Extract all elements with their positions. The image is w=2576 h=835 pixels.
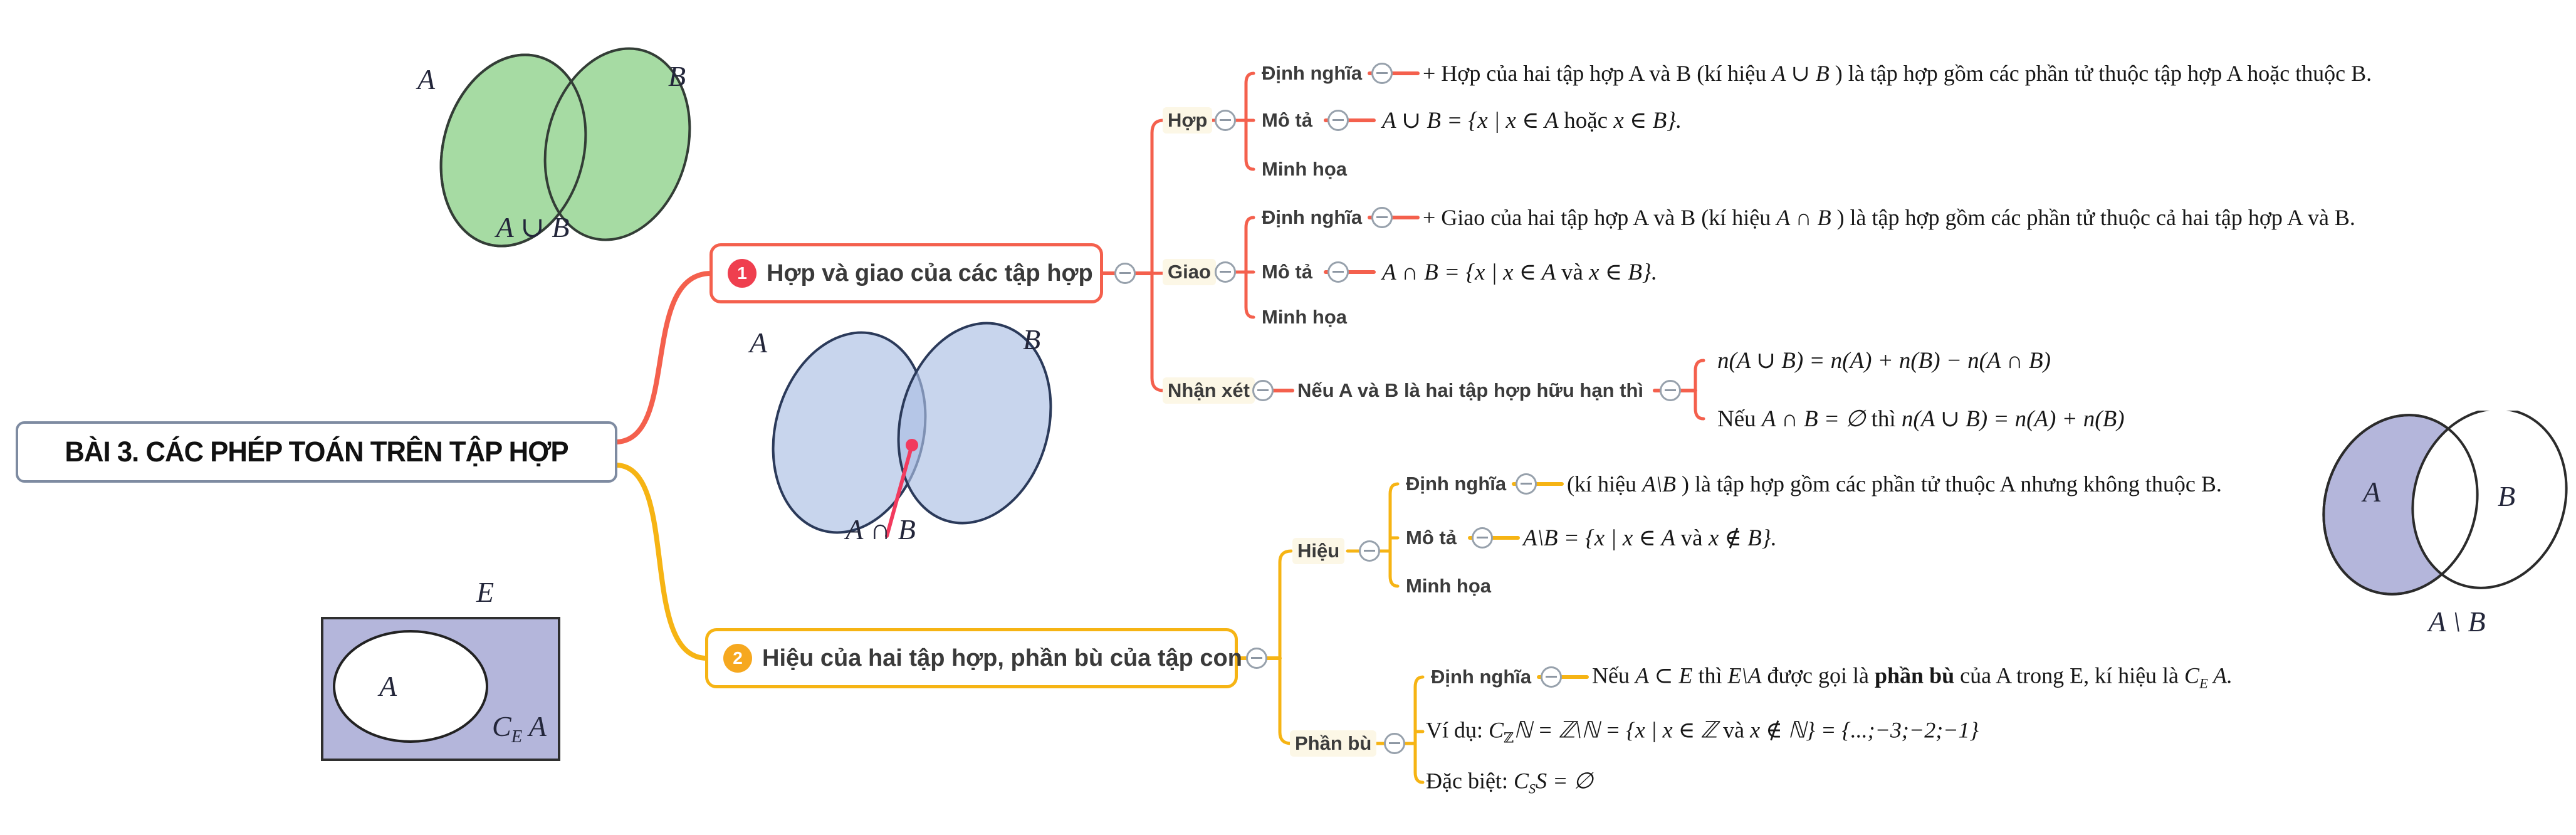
collapse-icon[interactable]	[1541, 666, 1562, 688]
label-hieu[interactable]: Hiệu	[1292, 538, 1345, 564]
phanbu-dac-biet-text[interactable]: Đặc biệt: CSS = ∅	[1426, 768, 1593, 797]
topic-branch1[interactable]: 1 Hợp và giao của các tập hợp	[709, 243, 1103, 303]
branch2-number-badge: 2	[723, 644, 752, 673]
branch1-curve	[615, 271, 714, 444]
hop-mo-ta-label[interactable]: Mô tả	[1262, 109, 1312, 131]
giao-dinh-nghia-label[interactable]: Định nghĩa	[1262, 206, 1363, 228]
venn-difference-label-b: B	[2498, 480, 2516, 512]
branch2-bracket	[1278, 549, 1293, 745]
giao-mo-ta-label[interactable]: Mô tả	[1262, 261, 1312, 283]
hieu-minh-hoa-label[interactable]: Minh họa	[1406, 575, 1492, 597]
hieu-mo-ta-label[interactable]: Mô tả	[1406, 527, 1457, 549]
phanbu-bracket	[1413, 675, 1425, 784]
collapse-icon[interactable]	[1472, 527, 1493, 549]
phanbu-dinh-nghia-label[interactable]: Định nghĩa	[1431, 666, 1532, 688]
venn-difference-image[interactable]	[2319, 411, 2576, 661]
hop-mo-ta-formula[interactable]: A ∪ B = {x | x ∈ A hoặc x ∈ B}.	[1382, 108, 1682, 134]
collapse-icon[interactable]	[1252, 380, 1274, 401]
collapse-icon[interactable]	[1516, 473, 1537, 495]
label-hop[interactable]: Hợp	[1163, 107, 1213, 134]
hop-bracket	[1244, 71, 1255, 171]
venn-union-label-b: B	[668, 60, 686, 92]
giao-dinh-nghia-text[interactable]: + Giao của hai tập hợp A và B (kí hiệu A…	[1423, 205, 2355, 230]
collapse-icon[interactable]	[1215, 261, 1236, 283]
branch1-bracket	[1150, 118, 1165, 392]
branch2-title: Hiệu của hai tập hợp, phần bù của tập co…	[762, 644, 1242, 671]
venn-union-caption: A ∪ B	[496, 211, 570, 243]
venn-union-image[interactable]	[389, 38, 777, 263]
branch1-title: Hợp và giao của các tập hợp	[767, 260, 1093, 286]
collapse-icon[interactable]	[1215, 110, 1236, 131]
hop-dinh-nghia-label[interactable]: Định nghĩa	[1262, 62, 1363, 84]
venn-difference-caption: A \ B	[2428, 606, 2486, 638]
phanbu-dinh-nghia-text[interactable]: Nếu A ⊂ E thì E\A được gọi là phần bù củ…	[1592, 663, 2233, 691]
giao-mo-ta-formula[interactable]: A ∩ B = {x | x ∈ A và x ∈ B}.	[1382, 260, 1658, 285]
hieu-dinh-nghia-text[interactable]: (kí hiệu A\B ) là tập hợp gồm các phần t…	[1567, 471, 2222, 496]
label-phan-bu[interactable]: Phần bù	[1290, 730, 1377, 757]
central-topic[interactable]: BÀI 3. CÁC PHÉP TOÁN TRÊN TẬP HỢP	[16, 421, 617, 483]
complement-label-e: E	[476, 576, 495, 608]
page-title: BÀI 3. CÁC PHÉP TOÁN TRÊN TẬP HỢP	[65, 436, 568, 468]
nhan-xet-formula-1[interactable]: n(A ∪ B) = n(A) + n(B) − n(A ∩ B)	[1717, 348, 2051, 374]
label-nhan-xet[interactable]: Nhận xét	[1163, 377, 1255, 404]
complement-caption: CE A	[492, 710, 547, 747]
collapse-icon[interactable]	[1327, 110, 1349, 131]
hieu-dinh-nghia-label[interactable]: Định nghĩa	[1406, 473, 1507, 495]
hop-minh-hoa-label[interactable]: Minh họa	[1262, 158, 1348, 180]
collapse-icon[interactable]	[1327, 261, 1349, 283]
topic-branch2[interactable]: 2 Hiệu của hai tập hợp, phần bù của tập …	[705, 628, 1242, 688]
collapse-icon[interactable]	[1660, 380, 1681, 401]
collapse-icon[interactable]	[1371, 63, 1393, 84]
phanbu-vi-du-text[interactable]: Ví dụ: Cℤℕ = ℤ\ℕ = {x | x ∈ ℤ và x ∉ ℕ} …	[1426, 717, 1979, 746]
venn-intersection-caption: A ∩ B	[846, 513, 916, 545]
hop-dinh-nghia-text[interactable]: + Hợp của hai tập hợp A và B (kí hiệu A …	[1423, 61, 2372, 86]
venn-difference-label-a: A	[2363, 476, 2381, 508]
hieu-mo-ta-formula[interactable]: A\B = {x | x ∈ A và x ∉ B}.	[1523, 525, 1777, 551]
nhan-xet-formula-2[interactable]: Nếu A ∩ B = ∅ thì n(A ∪ B) = n(A) + n(B)	[1717, 406, 2125, 432]
collapse-icon[interactable]	[1359, 540, 1380, 562]
collapse-icon[interactable]	[1246, 648, 1267, 669]
venn-intersection-label-a: A	[750, 327, 768, 359]
collapse-icon[interactable]	[1114, 263, 1136, 284]
collapse-icon[interactable]	[1384, 733, 1405, 754]
venn-intersection-image[interactable]	[740, 317, 1091, 564]
venn-union-label-a: A	[417, 63, 436, 95]
giao-bracket	[1244, 216, 1255, 319]
nhanxet-formula-bracket	[1694, 359, 1705, 421]
complement-label-a: A	[379, 670, 397, 702]
label-giao[interactable]: Giao	[1163, 259, 1216, 285]
branch1-number-badge: 1	[728, 259, 757, 288]
collapse-icon[interactable]	[1371, 207, 1393, 228]
hieu-bracket	[1388, 482, 1400, 588]
giao-minh-hoa-label[interactable]: Minh họa	[1262, 306, 1348, 328]
branch2-curve	[615, 463, 709, 661]
complement-image[interactable]	[317, 589, 567, 771]
venn-intersection-label-b: B	[1023, 323, 1041, 355]
nhan-xet-condition[interactable]: Nếu A và B là hai tập hợp hữu hạn thì	[1297, 379, 1644, 401]
